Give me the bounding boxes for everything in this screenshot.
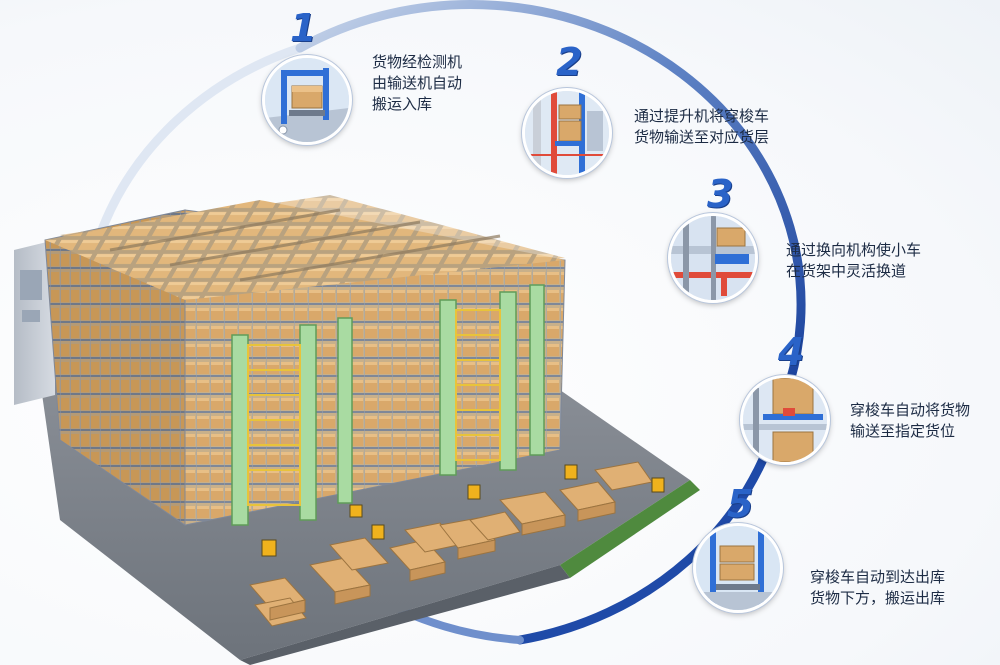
step-2-number: 2 xyxy=(556,40,582,84)
reversing-shuttle-icon xyxy=(671,216,755,300)
step-5-description: 穿梭车自动到达出库 货物下方，搬运出库 xyxy=(810,568,946,607)
floor-pallets xyxy=(249,461,653,627)
step-4-thumbnail xyxy=(740,375,830,465)
step-2-thumbnail xyxy=(522,88,612,178)
step-5-number: 5 xyxy=(727,482,753,526)
step-3-description: 通过换向机构使小车 在货架中灵活换道 xyxy=(786,241,922,280)
step-5-thumbnail xyxy=(693,523,783,613)
shuttle-rack-icon xyxy=(743,378,827,462)
step-1-thumbnail xyxy=(262,55,352,145)
step-4-description: 穿梭车自动将货物 输送至指定货位 xyxy=(850,401,971,440)
step-1-number: 1 xyxy=(290,6,316,50)
lift-icon xyxy=(525,91,609,175)
step-3-number: 3 xyxy=(707,172,733,216)
forklifts xyxy=(261,464,665,557)
step-4-number: 4 xyxy=(778,330,804,374)
outbound-shuttle-icon xyxy=(696,526,780,610)
step-1-description: 货物经检测机 由输送机自动 搬运入库 xyxy=(372,53,463,113)
conveyor-gate-icon xyxy=(265,58,349,142)
lift-towers xyxy=(231,284,545,526)
step-2-description: 通过提升机将穿梭车 货物输送至对应货层 xyxy=(634,107,770,146)
step-3-thumbnail xyxy=(668,213,758,303)
